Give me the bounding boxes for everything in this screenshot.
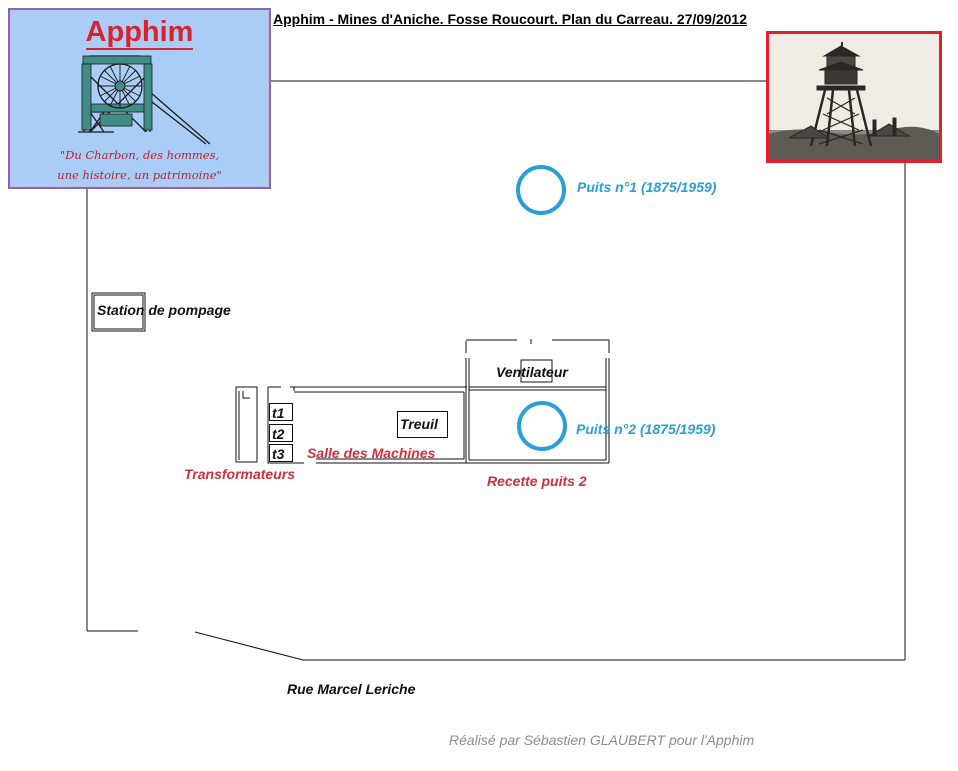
page-title: Apphim - Mines d'Aniche. Fosse Roucourt.… (273, 11, 748, 27)
puits-2-label: Puits n°2 (1875/1959) (576, 421, 716, 437)
headframe-photo (766, 31, 942, 163)
puits-1-shaft (516, 165, 566, 215)
t2-box (269, 424, 293, 442)
headframe-tower-icon (769, 34, 939, 160)
transformateurs-outline (235, 386, 258, 463)
perimeter-entrance-diagonal (194, 631, 304, 661)
logo-slogan-line1: "Du Charbon, des hommes, (59, 148, 220, 162)
puits-2-shaft (517, 401, 567, 451)
salle-machines-wall (267, 386, 467, 464)
t2-label: t2 (272, 426, 285, 442)
street-label: Rue Marcel Leriche (287, 681, 416, 697)
apphim-logo: Apphim "Du Charbon, des hommes, une hist… (8, 8, 271, 189)
ventilateur-label: Ventilateur (496, 364, 568, 380)
station-pompage-label: Station de pompage (97, 302, 231, 318)
t3-label: t3 (272, 446, 285, 462)
ventilateur-box (520, 359, 553, 383)
treuil-box (397, 411, 448, 438)
recette-puits-2-label: Recette puits 2 (487, 473, 587, 489)
transformateurs-label: Transformateurs (184, 466, 296, 482)
station-pompage-outline (91, 292, 146, 332)
salle-machines-label: Salle des Machines (307, 445, 436, 461)
logo-slogan-line2: une histoire, un patrimoine" (57, 168, 222, 182)
credit-text: Réalisé par Sébastien GLAUBERT pour l'Ap… (449, 732, 755, 748)
puits-1-label: Puits n°1 (1875/1959) (577, 179, 717, 195)
treuil-label: Treuil (400, 416, 438, 432)
t3-box (269, 444, 293, 462)
ventilateur-wall (465, 339, 610, 353)
t1-label: t1 (272, 405, 285, 421)
logo-name: Apphim (85, 16, 194, 50)
station-pompage-inner (93, 294, 144, 330)
t1-box (269, 403, 293, 421)
headframe-logo-icon (78, 55, 211, 145)
